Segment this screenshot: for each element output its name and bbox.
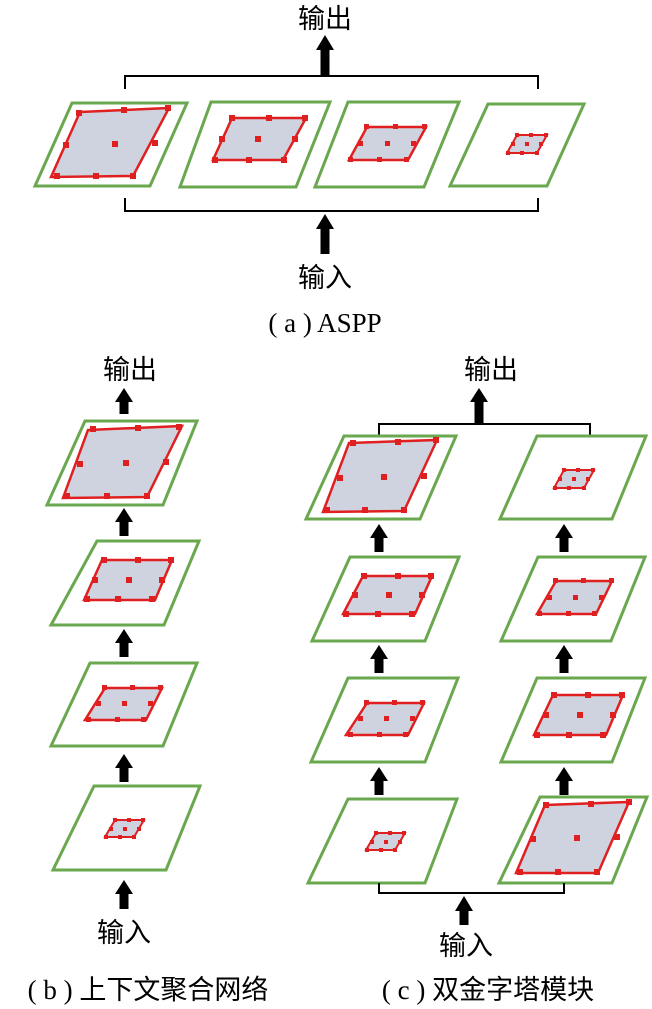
panel-c-right-layer-3 — [498, 555, 648, 643]
panel-c-left-arrow-1 — [370, 767, 388, 795]
panel-a-output-arrow — [316, 35, 334, 76]
panel-a-layer-4 — [447, 102, 587, 188]
panel-c-right-arrow-2 — [555, 645, 573, 673]
panel-b-arrow-1 — [115, 754, 133, 782]
panel-c-input-label: 输入 — [439, 931, 493, 962]
panel-b-arrow-2 — [115, 629, 133, 657]
panel-b-layer-1 — [50, 784, 203, 872]
panel-a-input-label: 输入 — [298, 263, 352, 294]
panel-c-caption: ( c ) 双金字塔模块 — [382, 975, 594, 1005]
panel-a-layer-1 — [32, 101, 190, 188]
panel-b-input-arrow — [115, 880, 133, 909]
panel-a: 输出 — [32, 4, 587, 338]
panel-b-output-arrow — [115, 388, 133, 414]
panel-c-left-layer-2 — [308, 676, 461, 764]
panel-a-top-bracket — [124, 75, 539, 89]
panel-a-output-label: 输出 — [298, 4, 352, 35]
panel-a-input-arrow — [316, 214, 334, 254]
panel-b-input-label: 输入 — [97, 918, 151, 949]
panel-c-right-arrow-1 — [555, 767, 573, 795]
panel-c-output-label: 输出 — [464, 355, 518, 386]
panel-c-output-arrow — [470, 388, 488, 423]
panel-a-layer-2 — [177, 100, 333, 189]
panel-b-layer-4 — [44, 419, 200, 507]
panel-b-output-label: 输出 — [103, 355, 157, 386]
panel-c-bottom-bracket — [378, 883, 565, 894]
panel-b-layer-2 — [48, 661, 200, 748]
panel-c-left-layer-3 — [309, 555, 462, 643]
panel-b-arrow-3 — [115, 508, 133, 536]
panel-c-input-arrow — [455, 896, 473, 925]
panel-c-right-arrow-3 — [555, 524, 573, 552]
panel-c-right-layer-1 — [496, 795, 650, 885]
panel-c-left-layer-1 — [305, 797, 460, 885]
panel-b-layer-3 — [48, 539, 202, 627]
panel-c-left-layer-4 — [303, 434, 459, 521]
panel-c-right-layer-4 — [497, 434, 649, 521]
panel-c-top-bracket — [378, 423, 591, 436]
panel-a-layer-3 — [312, 100, 462, 189]
panel-c-right-layer-2 — [498, 676, 648, 764]
panel-a-bottom-bracket — [124, 198, 539, 212]
panel-a-caption: ( a ) ASPP — [268, 308, 381, 338]
panel-c-left-arrow-2 — [370, 645, 388, 673]
panel-b: 输出 — [28, 355, 269, 1005]
panel-c-left-arrow-3 — [370, 524, 388, 552]
panel-b-caption: ( b ) 上下文聚合网络 — [28, 975, 269, 1005]
panel-c: 输出 — [303, 355, 650, 1005]
